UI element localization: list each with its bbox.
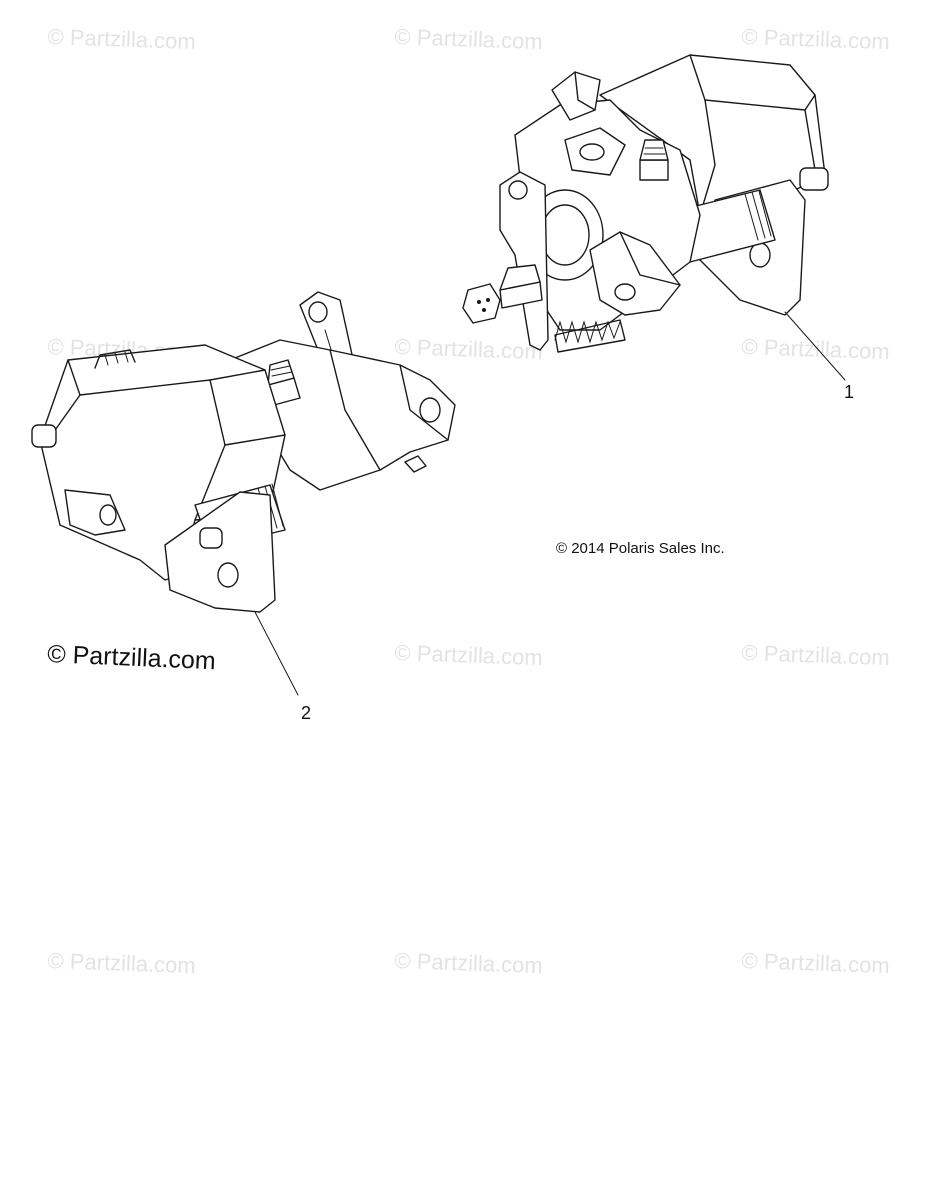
callout-part-1: 1: [844, 382, 855, 402]
leader-line-2: [254, 611, 299, 696]
caliper-assembly-2: [31, 291, 456, 613]
copyright-notice: © 2014 Polaris Sales Inc.: [556, 540, 725, 557]
leader-line-1: [784, 311, 846, 381]
callout-part-2: 2: [301, 703, 312, 723]
caliper-assembly-1: [462, 54, 829, 353]
